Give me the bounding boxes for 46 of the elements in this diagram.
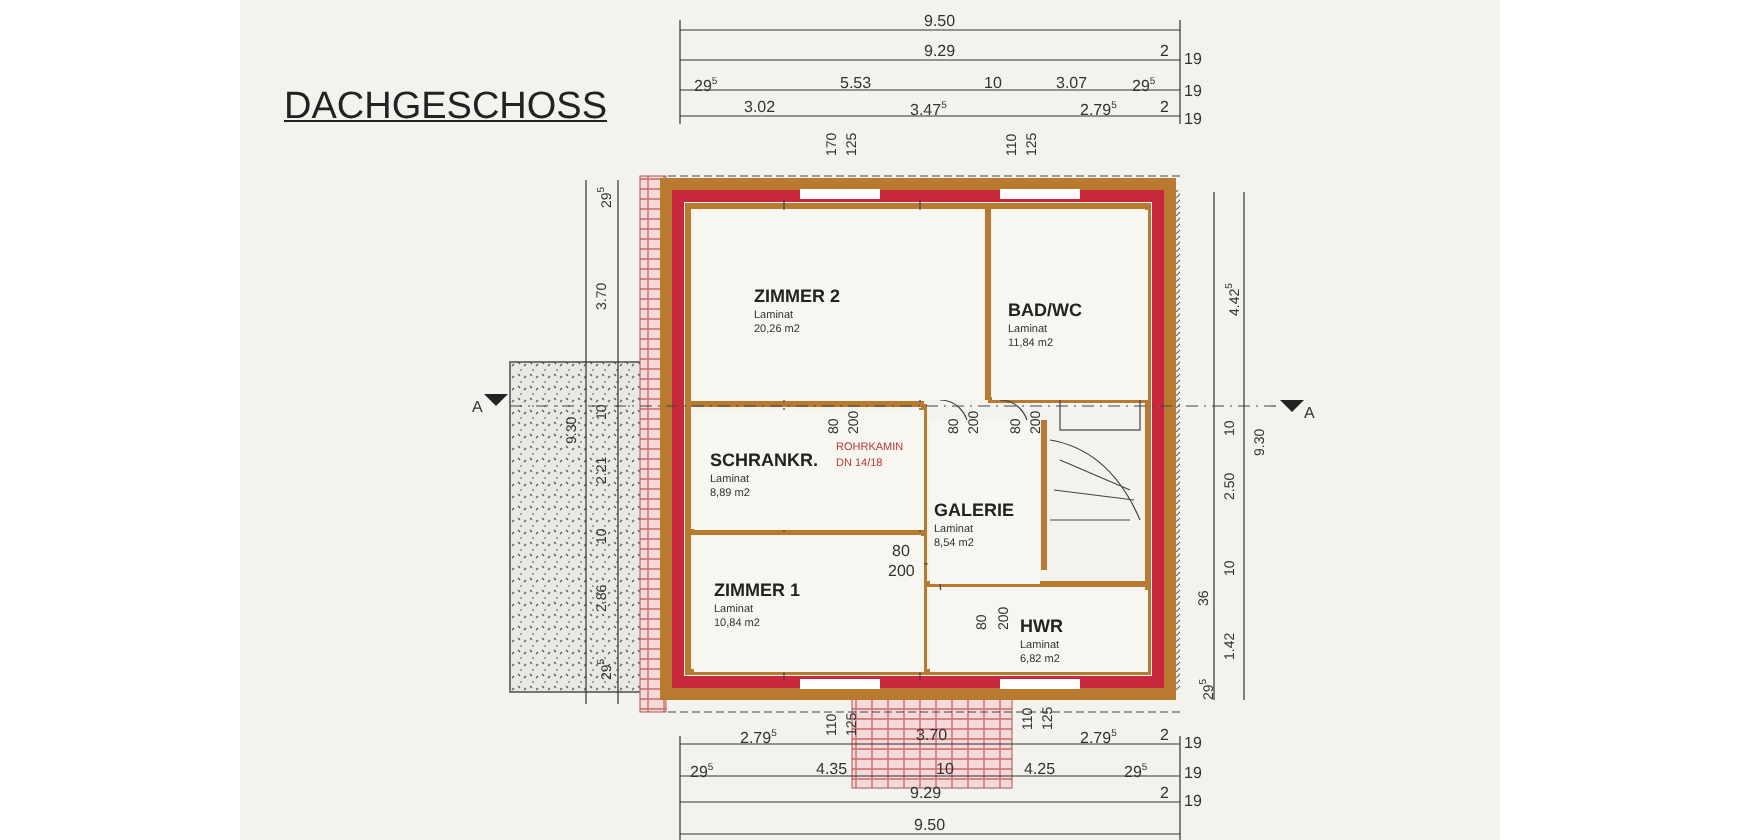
dimension-label: 3.02: [744, 98, 776, 116]
dimension-label: 9.29: [924, 42, 956, 60]
dimension-label: 9.50: [914, 816, 946, 834]
dimension-label: 19: [1184, 50, 1202, 68]
room-area: [694, 410, 924, 530]
dimension-label: 9.50: [924, 12, 956, 30]
dimension-label: 19: [1184, 764, 1202, 782]
plan-title: DACHGESCHOSS: [284, 86, 608, 130]
dimension-label: 80: [892, 542, 910, 560]
room-name: BAD/WC: [1008, 300, 1082, 320]
dimension-label: 2: [1160, 784, 1169, 802]
dimension-label: 2.79$^{5}$: [740, 726, 777, 748]
dimension-label: 2.79$^{5}$: [1080, 98, 1117, 120]
dimension-label: 5.53: [840, 74, 872, 92]
dimension-label: 29$^{5}$: [690, 760, 714, 782]
dimension-label: 29$^{5}$: [694, 74, 718, 96]
room-area: [694, 210, 984, 400]
room-name: GALERIE: [934, 500, 1015, 520]
room-name: ZIMMER 2: [754, 286, 841, 306]
dimension-label: 19: [1184, 734, 1202, 752]
dimension-label: 9.29: [910, 784, 942, 802]
dimension-label: 200: [888, 562, 915, 580]
dimension-label: 29$^{5}$: [1132, 74, 1156, 96]
section-marker: A: [1304, 404, 1315, 422]
section-marker: A: [472, 398, 483, 416]
dimension-label: 2: [1160, 726, 1169, 744]
dimension-label: 19: [1184, 110, 1202, 128]
dimension-label: 10: [936, 760, 954, 778]
dimension-label: 19: [1184, 82, 1202, 100]
room-area: [694, 536, 924, 672]
dimension-label: 19: [1184, 792, 1202, 810]
room-name: HWR: [1020, 616, 1063, 636]
dimension-label: 10: [984, 74, 1002, 92]
dimension-label: 3.70: [916, 726, 948, 744]
dimension-label: 29$^{5}$: [1124, 760, 1148, 782]
dimension-label: 2.79$^{5}$: [1080, 726, 1117, 748]
dimension-label: 3.47$^{5}$: [910, 98, 947, 120]
room-name: ZIMMER 1: [714, 580, 801, 600]
dimension-label: 4.25: [1024, 760, 1056, 778]
dimension-label: 4.35: [816, 760, 848, 778]
room-area: [992, 210, 1148, 400]
dimension-label: 2: [1160, 42, 1169, 60]
room-name: SCHRANKR.: [710, 450, 818, 470]
dimension-label: 2: [1160, 98, 1169, 116]
room-area: [930, 590, 1148, 672]
dimension-label: 3.07: [1056, 74, 1088, 92]
